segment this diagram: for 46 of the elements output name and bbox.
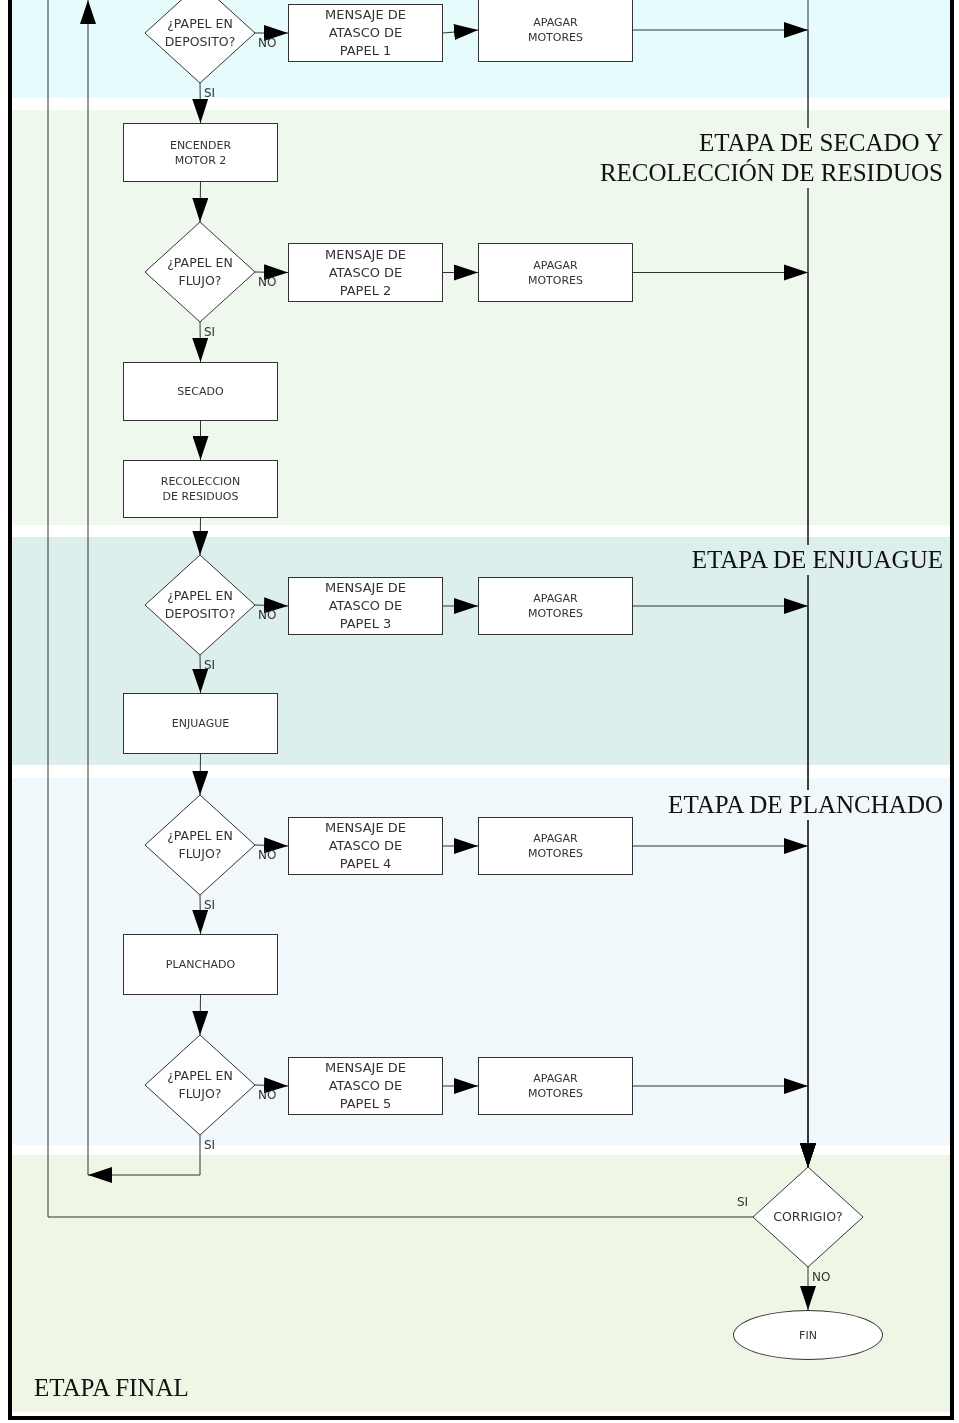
decision-diamond: [145, 222, 255, 322]
edge-label: NO: [258, 36, 277, 50]
process-box: PLANCHADO: [123, 934, 278, 995]
process-box: APAGAR MOTORES: [478, 817, 633, 875]
process-box: MENSAJE DE ATASCO DE PAPEL 1: [288, 4, 443, 62]
stage-band: [12, 1155, 950, 1412]
stage-band: [12, 0, 950, 98]
stage-title: ETAPA DE ENJUAGUE: [689, 545, 945, 575]
edge-label: NO: [258, 608, 277, 622]
process-box: MENSAJE DE ATASCO DE PAPEL 3: [288, 577, 443, 635]
edge-label: SI: [204, 1138, 216, 1152]
edge-label: SI: [204, 898, 216, 912]
decision-text: CORRIGIO?: [773, 1208, 843, 1226]
edge-label: NO: [258, 1088, 277, 1102]
edge-label: NO: [258, 848, 277, 862]
stage-band: [12, 110, 950, 525]
process-box: APAGAR MOTORES: [478, 1057, 633, 1115]
decision-diamond: [145, 795, 255, 895]
terminator-ellipse: FIN: [733, 1310, 883, 1360]
edge-label: SI: [204, 86, 216, 100]
decision-text: ¿PAPEL EN FLUJO?: [166, 827, 234, 863]
process-box: APAGAR MOTORES: [478, 0, 633, 62]
process-box: APAGAR MOTORES: [478, 243, 633, 302]
decision-text: ¿PAPEL EN FLUJO?: [166, 1067, 234, 1103]
decision-diamond: [753, 1167, 863, 1267]
edge-label: SI: [204, 658, 216, 672]
stage-title: ETAPA DE PLANCHADO: [666, 790, 945, 820]
edge-label: SI: [204, 325, 216, 339]
decision-diamond: [145, 0, 255, 83]
process-box: SECADO: [123, 362, 278, 421]
edge-label: NO: [812, 1270, 831, 1284]
stage-band: [12, 537, 950, 765]
decision-text: ¿PAPEL EN DEPOSITO?: [163, 587, 237, 623]
decision-text: ¿PAPEL EN DEPOSITO?: [163, 15, 237, 51]
edge-label: SI: [737, 1195, 749, 1209]
process-box: MENSAJE DE ATASCO DE PAPEL 2: [288, 243, 443, 302]
process-box: APAGAR MOTORES: [478, 577, 633, 635]
decision-diamond: [145, 1035, 255, 1135]
process-box: RECOLECCION DE RESIDUOS: [123, 460, 278, 518]
decision-text: ¿PAPEL EN FLUJO?: [166, 254, 234, 290]
process-box: ENCENDER MOTOR 2: [123, 123, 278, 182]
process-box: MENSAJE DE ATASCO DE PAPEL 5: [288, 1057, 443, 1115]
decision-diamond: [145, 555, 255, 655]
edge-label: NO: [258, 275, 277, 289]
process-box: ENJUAGUE: [123, 693, 278, 754]
process-box: MENSAJE DE ATASCO DE PAPEL 4: [288, 817, 443, 875]
